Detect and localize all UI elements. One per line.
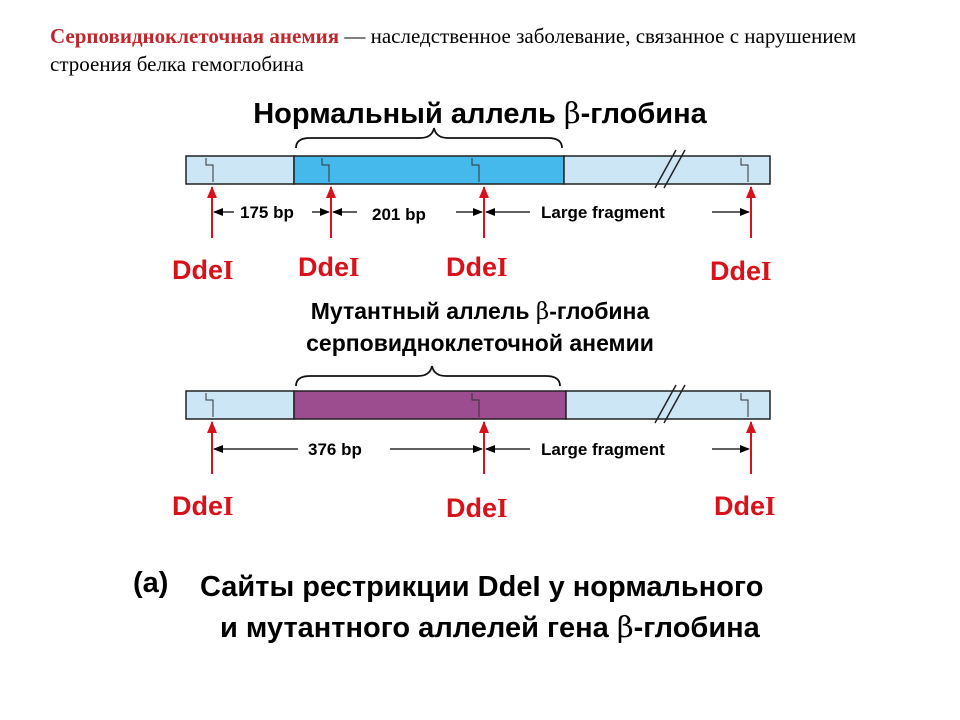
mutant-bar-middle <box>293 390 567 420</box>
mutant-title-line1: Мутантный аллель β-глобина <box>0 296 960 328</box>
mutant-cut-arrows <box>207 421 756 474</box>
mutant-ddei-label-3: DdeI <box>714 491 776 521</box>
caption-line2-suffix: -глобина <box>633 612 760 644</box>
normal-title-suffix: -глобина <box>580 98 707 130</box>
normal-bar-left-flank <box>185 155 295 185</box>
mutant-gene-bar <box>185 384 771 424</box>
caption-beta: β <box>616 610 634 644</box>
normal-site-mark-1 <box>205 158 214 182</box>
normal-ddei-label-1: DdeI <box>172 255 234 285</box>
mutant-break-mark-1 <box>654 384 677 424</box>
mutant-bar-left-flank <box>185 390 295 420</box>
normal-label-201bp: 201 bp <box>372 205 426 224</box>
mutant-allele-title: Мутантный аллель β-глобина серповиднокле… <box>0 296 960 359</box>
mutant-site-mark-3 <box>740 393 749 417</box>
normal-gene-bar <box>185 149 771 189</box>
normal-ddei-label-3: DdeI <box>446 252 508 282</box>
normal-ddei-label-4: DdeI <box>710 256 772 286</box>
normal-site-mark-4 <box>740 158 749 182</box>
normal-brace <box>295 127 563 149</box>
mutant-label-large-fragment: Large fragment <box>541 440 665 459</box>
normal-bar-right-flank <box>563 155 771 185</box>
normal-label-175bp: 175 bp <box>240 203 294 222</box>
intro-text: Серповидноклеточная анемия — наследствен… <box>50 22 930 78</box>
caption-line2: и мутантного аллелей гена β-глобина <box>200 607 840 648</box>
mutant-title-suffix: -глобина <box>549 298 650 324</box>
normal-allele-title: Нормальный аллель β-глобина <box>0 96 960 131</box>
normal-cut-arrows <box>207 186 756 238</box>
normal-break-mark-2 <box>663 149 686 189</box>
intro-definition: — наследственное заболевание, связанное … <box>50 24 857 76</box>
mutant-break-mark-2 <box>663 384 686 424</box>
intro-term: Серповидноклеточная анемия <box>50 24 340 48</box>
mutant-site-mark-2 <box>471 393 480 417</box>
caption-line1: Сайты рестрикции DdeI у нормального <box>200 571 764 603</box>
normal-site-mark-3 <box>471 158 480 182</box>
normal-break-mark-1 <box>654 149 677 189</box>
caption: Сайты рестрикции DdeI у нормального и му… <box>200 567 840 648</box>
mutant-title-text: Мутантный аллель <box>310 298 536 324</box>
mutant-label-376bp: 376 bp <box>308 440 362 459</box>
caption-tag: (a) <box>133 567 169 599</box>
normal-site-mark-2 <box>321 158 330 182</box>
mutant-ddei-label-1: DdeI <box>172 491 234 521</box>
normal-title-beta: β <box>563 96 581 130</box>
mutant-title-line2: серповидноклеточной анемии <box>306 330 654 356</box>
caption-line2-text: и мутантного аллелей гена <box>220 612 617 644</box>
normal-ddei-label-2: DdeI <box>298 252 360 282</box>
mutant-ddei-label-2: DdeI <box>446 493 508 523</box>
normal-bar-middle <box>293 155 565 185</box>
mutant-site-mark-1 <box>205 393 214 417</box>
normal-label-large-fragment: Large fragment <box>541 203 665 222</box>
mutant-brace <box>295 365 561 387</box>
mutant-title-beta: β <box>535 299 550 325</box>
normal-title-text: Нормальный аллель <box>253 98 564 130</box>
